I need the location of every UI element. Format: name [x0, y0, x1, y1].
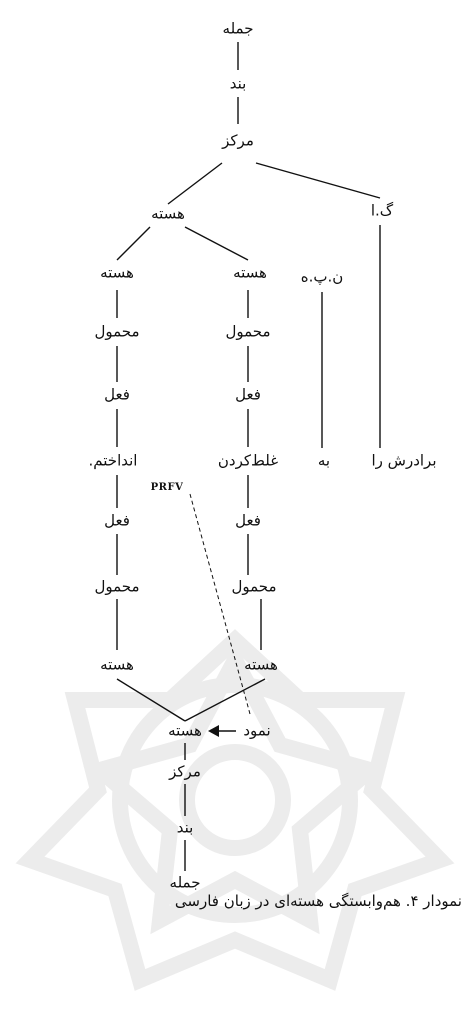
edge [167, 162, 223, 205]
node-baradarash-ra: برادرش را [371, 451, 437, 470]
node-jomle-bottom: جمله [169, 873, 201, 892]
node-fel-bottom-left: فعل [104, 511, 130, 530]
node-be: به [317, 451, 331, 470]
gloss-prfv: PRFV [150, 482, 184, 493]
node-npe: ن.پ.ه [300, 267, 344, 286]
node-hasteh-mid: هسته [233, 263, 267, 282]
node-hasteh-bottom: هسته [168, 721, 202, 740]
node-mahmool-mid: محمول [225, 322, 271, 341]
node-mahmool-bottom-left: محمول [94, 577, 140, 596]
node-fel-mid: فعل [235, 385, 261, 404]
figure-caption: نمودار ۴. هم‌وابستگی هسته‌ای در زبان فار… [174, 892, 462, 910]
node-ga: گ.ا [370, 201, 394, 220]
dashed-link [189, 493, 251, 715]
node-hasteh-bottom-left: هسته [100, 655, 134, 674]
node-markaz-bottom: مرکز [169, 762, 201, 781]
node-fel-left: فعل [104, 385, 130, 404]
node-fel-bottom-mid: فعل [235, 511, 261, 530]
edge [255, 162, 381, 199]
node-jomle-top: جمله [222, 19, 254, 38]
node-hasteh-left: هسته [100, 263, 134, 282]
node-mahmool-bottom-mid: محمول [231, 577, 277, 596]
edge [116, 226, 151, 261]
node-verb-left: انداختم. [88, 451, 138, 470]
arrowhead [208, 725, 219, 737]
edge [184, 226, 249, 261]
edge [116, 678, 186, 722]
node-markaz-top: مرکز [222, 131, 254, 150]
node-verb-mid: غلط‌کردن [217, 451, 279, 470]
node-mahmool-left: محمول [94, 322, 140, 341]
node-band-top: بند [229, 74, 247, 93]
node-namood: نمود [243, 721, 271, 740]
node-hasteh-bottom-mid: هسته [244, 655, 278, 674]
edge [184, 678, 266, 722]
node-hasteh-top: هسته [151, 204, 185, 223]
node-band-bottom: بند [176, 818, 194, 837]
